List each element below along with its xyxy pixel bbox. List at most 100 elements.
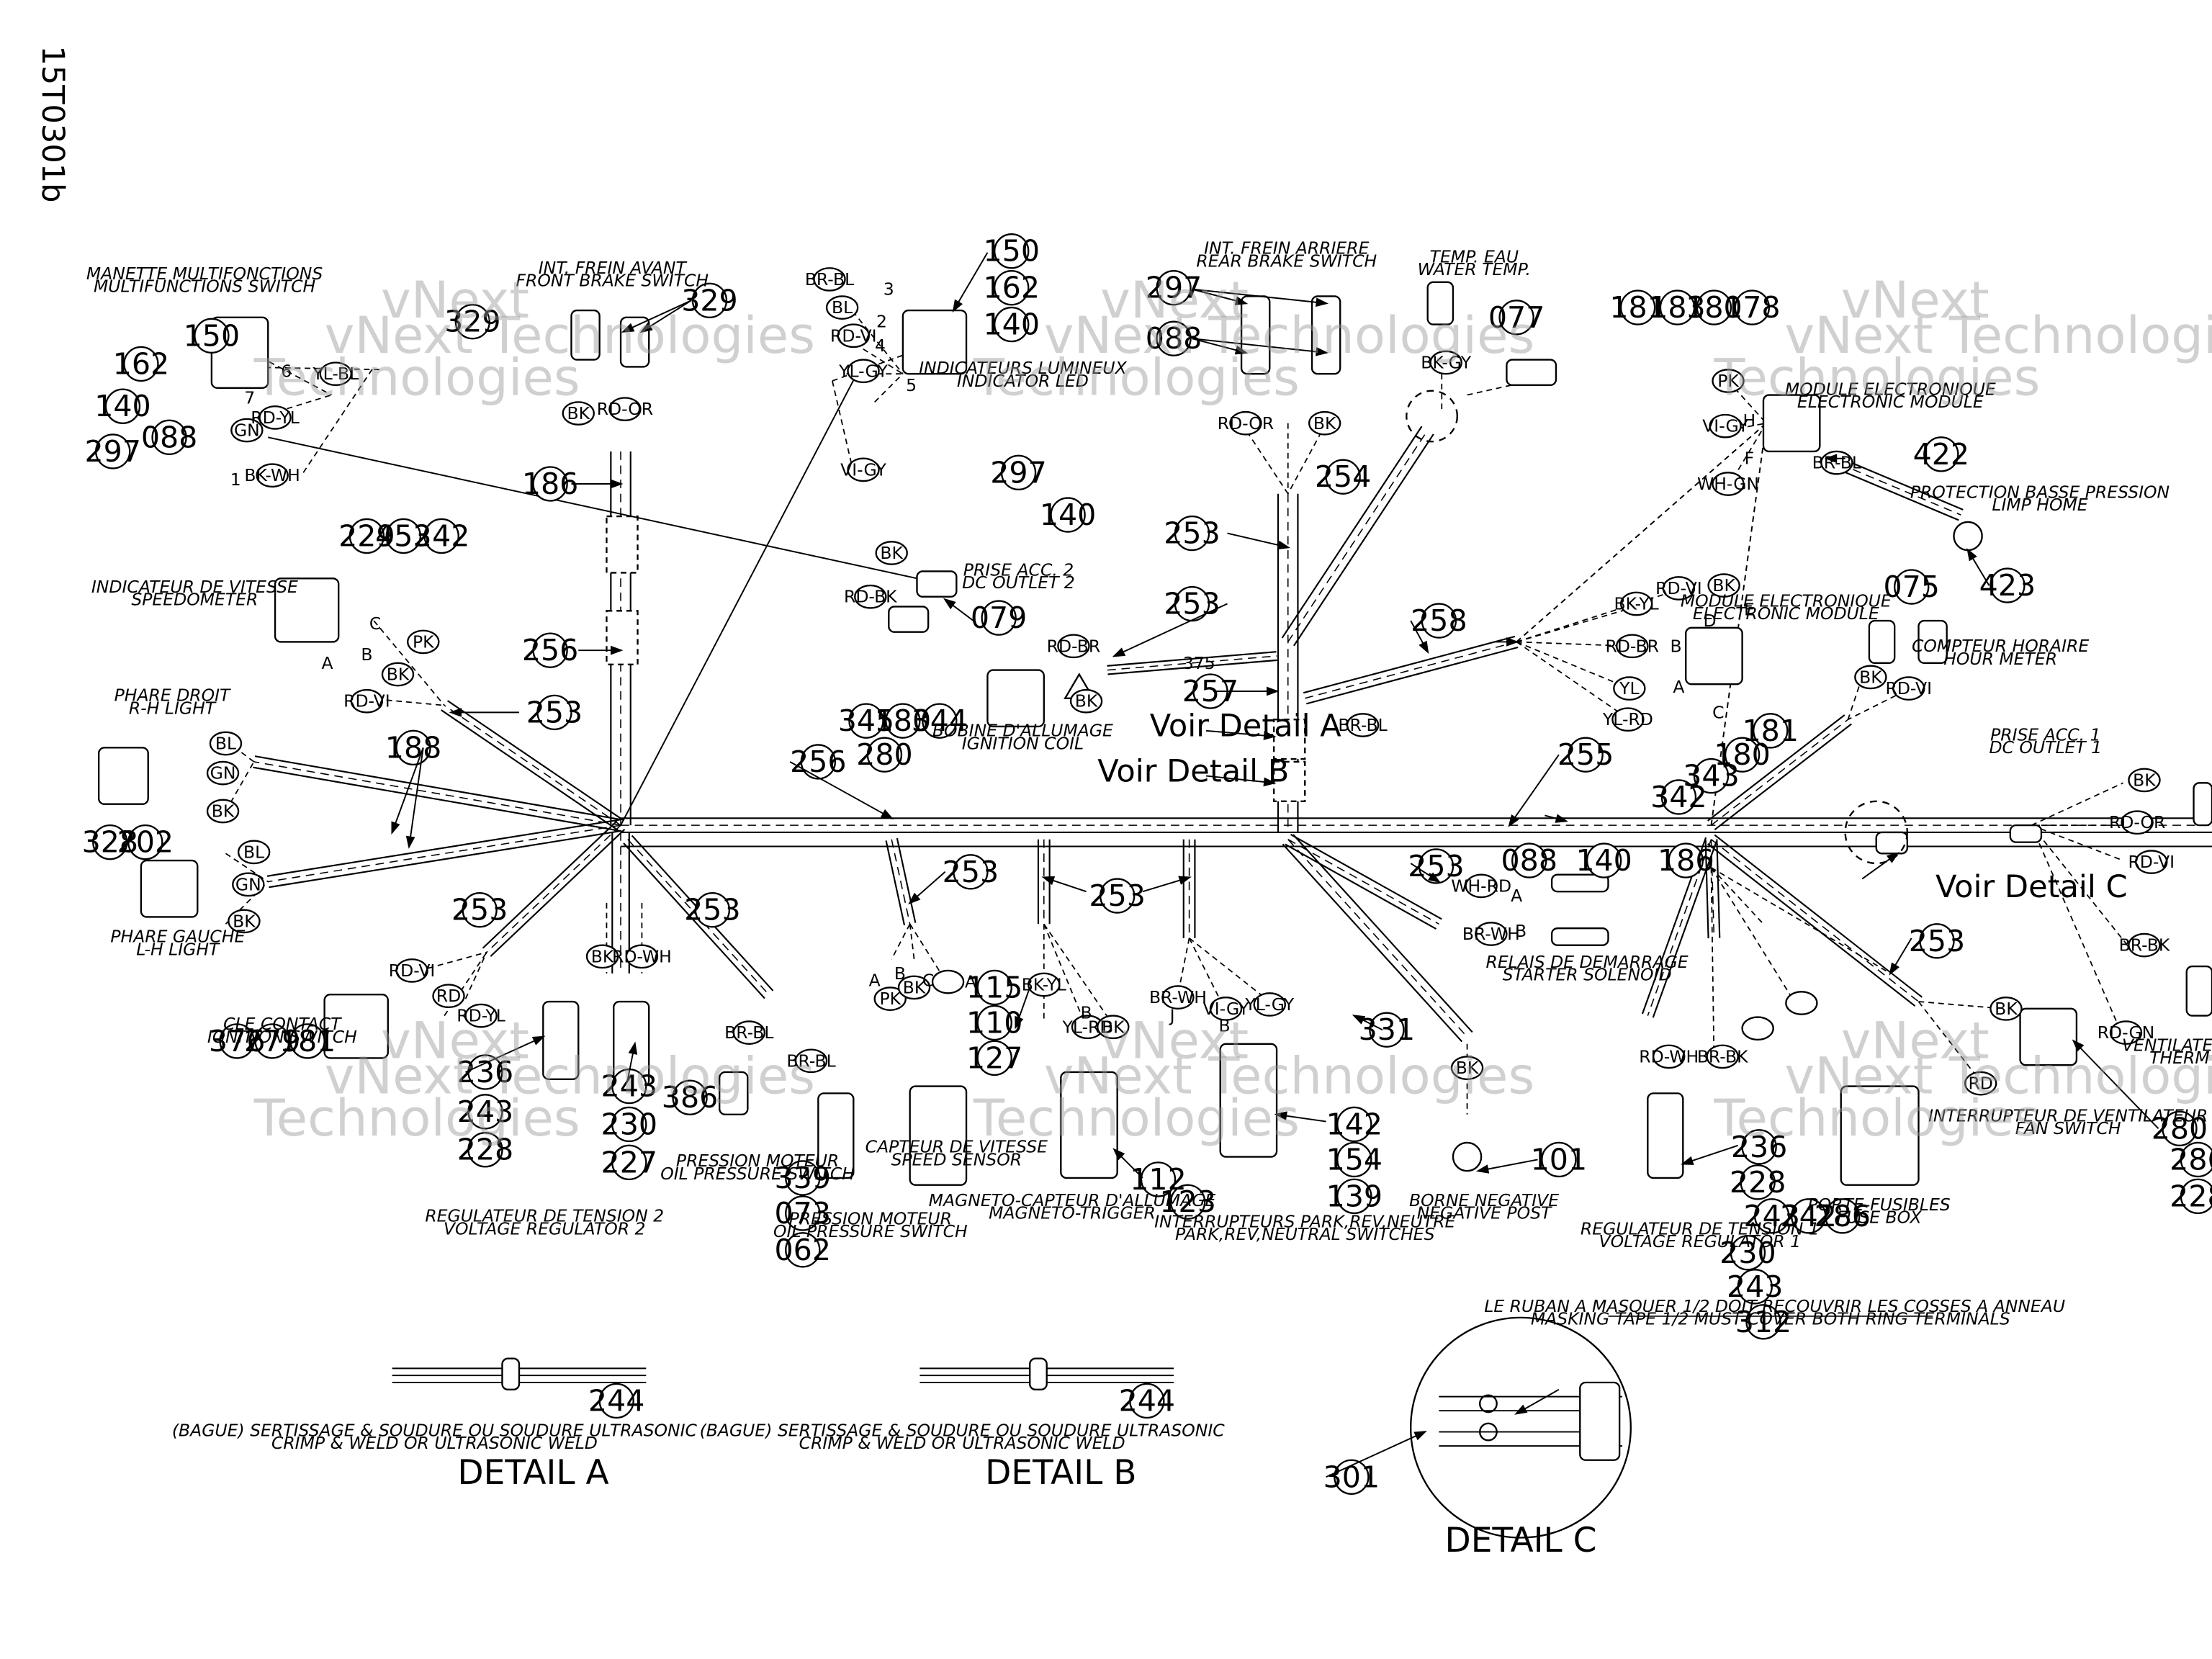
- callout-number: 254: [1315, 459, 1372, 494]
- wire-code-BR-BL: [813, 267, 846, 292]
- harness-edge: [269, 830, 622, 889]
- harness-edge: [1714, 723, 1852, 831]
- wire: [1516, 641, 1630, 720]
- pin-letter: C: [1712, 702, 1724, 722]
- callout-number: 228: [457, 1133, 514, 1167]
- callout-number: 228: [1730, 1165, 1786, 1200]
- wire-code-BR-BL: [794, 1048, 828, 1074]
- wire-code-ring: [407, 629, 440, 655]
- wire: [2031, 824, 2124, 1038]
- wire-code: BK: [387, 664, 410, 684]
- wire: [1710, 867, 1764, 925]
- detail-note-fr: (BAGUE) SERTISSAGE & SOUDURE OU SOUDURE …: [172, 1420, 698, 1440]
- callout-number: 186: [1658, 843, 1714, 878]
- callout-number: 242: [1780, 1199, 1837, 1233]
- callout-number: 243: [1727, 1269, 1784, 1304]
- callout-376: [219, 1023, 255, 1059]
- wire-code-YL: [1613, 676, 1646, 701]
- callout-140: [994, 306, 1030, 343]
- pin-letter: A: [965, 972, 976, 992]
- callout-number: 453: [375, 518, 432, 553]
- tape-section: [1272, 760, 1306, 802]
- callout-circle: [2162, 1110, 2198, 1147]
- callout-number: 062: [775, 1233, 831, 1267]
- callout-329: [691, 282, 728, 318]
- harness-edge: [1303, 635, 1516, 694]
- leader-arrow: [1267, 686, 1280, 696]
- leader-arrow: [880, 809, 894, 819]
- watermark-vnext: vNext: [1100, 1011, 1249, 1070]
- component-17-name-fr: VENTILATEUR: [2122, 1035, 2212, 1056]
- leader-arrow: [1041, 876, 1056, 886]
- callout-circle: [1745, 1304, 1781, 1340]
- callout-181: [1619, 289, 1656, 325]
- callout-number: 073: [775, 1196, 831, 1231]
- detail-c-note-fr: LE RUBAN A MASQUER 1/2 DOIT RECOUVRIR LE…: [1484, 1296, 2065, 1316]
- callout-180: [1724, 737, 1761, 773]
- harness-core: [253, 761, 621, 826]
- leader-arrow: [610, 645, 624, 655]
- callout-075: [1894, 569, 1930, 605]
- wire-code-ring: [1964, 1071, 1997, 1096]
- wire-code-ring: [228, 909, 261, 934]
- detail-title: DETAIL B: [985, 1453, 1136, 1493]
- oil-pressure-switch-2: [817, 1092, 855, 1179]
- wire-code: RD-OR: [597, 399, 653, 419]
- callout-circle: [467, 1094, 503, 1130]
- wire-code-BL: [209, 731, 243, 756]
- harness-edge: [1282, 843, 1463, 1043]
- leader-arrow: [1555, 814, 1569, 823]
- wire-code-ring: [625, 944, 659, 969]
- leader-arrow: [1178, 876, 1192, 885]
- callout-453: [385, 518, 422, 554]
- callout-circle: [672, 1079, 708, 1115]
- wire-code-ring: [258, 405, 292, 430]
- callout-253: [536, 694, 572, 731]
- callout-253: [953, 854, 989, 890]
- callout-number: 229: [338, 518, 395, 553]
- harness-edge: [266, 819, 620, 877]
- wire-code-ring: [585, 944, 619, 969]
- wire-code-ring: [1712, 369, 1745, 393]
- leader-arrow: [1315, 297, 1329, 307]
- leader-arrow: [1506, 637, 1519, 647]
- wire: [2031, 824, 2123, 861]
- wire: [874, 373, 904, 403]
- wire-code: BK: [1075, 691, 1098, 711]
- callout-circle: [289, 1023, 325, 1059]
- wire-code-ring: [256, 463, 289, 488]
- wire: [1287, 423, 1327, 495]
- pin-letter: B: [894, 963, 906, 984]
- wire-code-BK-YL: [1028, 972, 1061, 997]
- callout-number: 088: [1146, 321, 1202, 356]
- detail-title: DETAIL A: [457, 1453, 608, 1493]
- wire-code: VI-GY: [1702, 416, 1748, 436]
- callout-circle: [1825, 1198, 1861, 1234]
- wire-code: RD-WH: [612, 946, 672, 966]
- callout-258: [1421, 603, 1457, 639]
- callout-circle: [1498, 300, 1534, 336]
- callout-162: [994, 269, 1030, 306]
- callout-circle: [994, 306, 1030, 343]
- wire-code-BK-WH: [256, 463, 289, 488]
- wire-code-ring: [1892, 676, 1925, 701]
- wire-code-ring: [847, 359, 880, 384]
- oil-pressure-switch: [719, 1071, 749, 1115]
- callout-number: 423: [1979, 568, 2036, 603]
- wire-code-VI-GY: [1709, 413, 1742, 439]
- wire-code-BK: [875, 541, 908, 565]
- wire-code-ring: [1652, 1044, 1686, 1069]
- callout-circle: [1140, 1161, 1177, 1197]
- wire-code: BK-YL: [1614, 594, 1659, 614]
- callout-number: 256: [790, 745, 846, 779]
- leader-line: [1326, 1431, 1426, 1478]
- electronic-module-2-connector: [1685, 626, 1743, 685]
- wire-code: YL-RD: [1062, 1017, 1113, 1037]
- pin-letter: C: [369, 613, 381, 634]
- harness-length-note: 375: [1183, 653, 1215, 673]
- wire-code: YL-GY: [1244, 994, 1294, 1015]
- wire-code: BK: [1313, 413, 1336, 433]
- masking-tape: [1579, 1381, 1621, 1461]
- callout-329: [454, 304, 491, 340]
- callout-circle: [922, 703, 958, 739]
